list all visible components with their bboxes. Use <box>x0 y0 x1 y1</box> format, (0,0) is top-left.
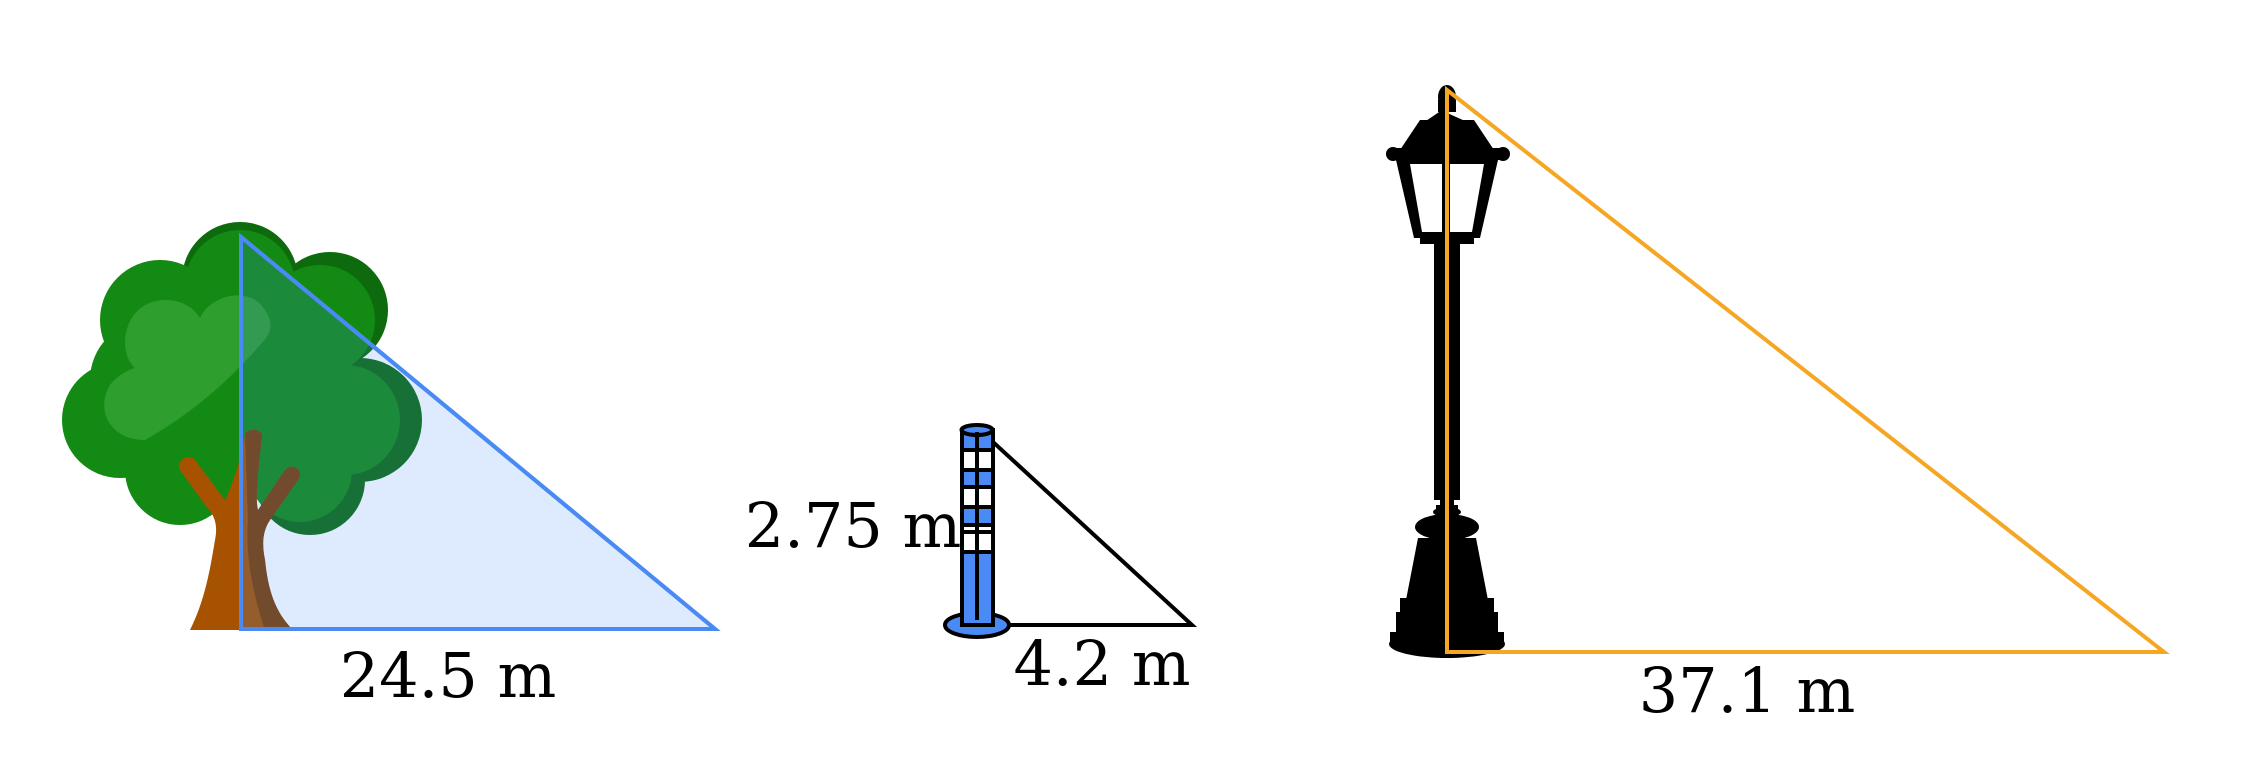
tree-icon <box>62 222 422 630</box>
lamp-shadow-label: 37.1 m <box>1639 654 1856 727</box>
marker-post-icon <box>943 423 1011 639</box>
post-shadow-triangle <box>978 425 1198 627</box>
post-height-label: 2.75 m <box>745 489 962 562</box>
post-shadow-label: 4.2 m <box>1013 627 1190 700</box>
tree-shadow-label: 24.5 m <box>340 639 557 712</box>
lamp-shadow-triangle <box>1445 85 2170 654</box>
